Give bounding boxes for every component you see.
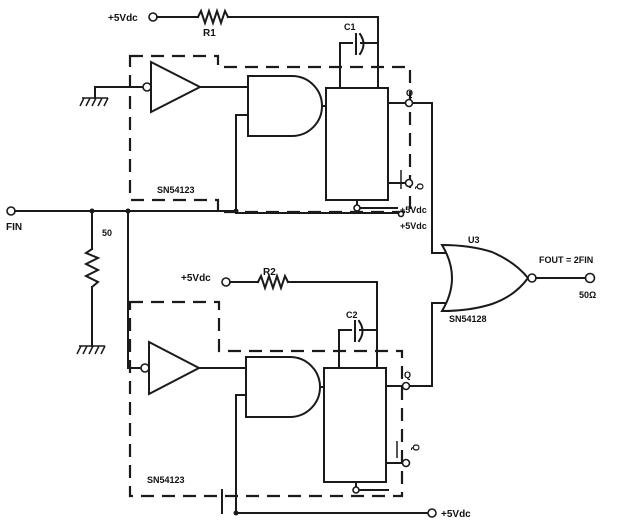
termination-ground-symbol [76, 345, 106, 355]
top-vcc-label-1: +5Vdc [400, 205, 427, 215]
bottom-q-label: Q [404, 370, 411, 380]
bottom-supply-label: +5Vdc [181, 273, 211, 284]
u3-nor-gate [440, 243, 530, 313]
top-ic-dashed-outline [128, 54, 412, 214]
fin-terminal[interactable] [6, 206, 16, 216]
top-ic-label: SN54123 [157, 185, 195, 195]
bottom-qbar-terminal[interactable] [401, 458, 411, 468]
c1-label: C1 [344, 22, 356, 32]
c2-label: C2 [346, 310, 358, 320]
top-q-to-or-wire [412, 102, 447, 254]
fin-label: FIN [6, 222, 22, 233]
top-qbar-label: Q [415, 183, 425, 190]
bottom-q-terminal[interactable] [401, 381, 411, 391]
top-ground-wire [94, 86, 144, 99]
or-ic-label: SN54128 [449, 314, 487, 324]
c1-capacitor [339, 32, 379, 89]
bottom-supply-wire [229, 281, 378, 331]
bottom-vcc-wire [235, 481, 429, 514]
bottom-q-to-or-wire [409, 302, 447, 387]
bottom-vcc-label: +5Vdc [441, 509, 471, 520]
top-q-terminal[interactable] [404, 98, 414, 108]
bottom-and-b-wire [235, 394, 247, 491]
bottom-vcc-dot [352, 486, 360, 494]
top-buffer [150, 60, 203, 114]
r1-resistor [196, 7, 230, 27]
junction-dot [233, 208, 239, 214]
r2-label: R2 [263, 267, 276, 278]
bottom-and-gate [245, 356, 321, 418]
u3-label: U3 [468, 235, 480, 245]
r1-label: R1 [203, 28, 216, 39]
u3-output-bubble [527, 273, 537, 283]
top-buffer-bubble [142, 82, 152, 92]
top-vcc-dot [353, 204, 361, 212]
r2-resistor [256, 272, 290, 292]
termination-resistor [83, 247, 101, 289]
top-ground-symbol [79, 97, 109, 107]
top-vcc-wire-1 [356, 199, 398, 209]
c2-capacitor [338, 319, 378, 369]
top-and-gate [247, 75, 323, 137]
bottom-feed-wire [127, 210, 142, 369]
bottom-buffer-bubble [140, 363, 150, 373]
top-qbar-terminal[interactable] [404, 178, 414, 188]
junction-dot [233, 510, 239, 516]
fout-label: FOUT = 2FIN [539, 255, 593, 265]
fout-terminal[interactable] [584, 272, 596, 284]
bottom-ic-label: SN54123 [147, 475, 185, 485]
bottom-monostable-block [323, 367, 387, 483]
termination-label: 50 [102, 228, 112, 238]
top-supply-terminal[interactable] [148, 12, 158, 22]
top-vcc-label-2: +5Vdc [400, 221, 427, 231]
top-supply-label: +5Vdc [108, 13, 138, 24]
bottom-ic-dashed-outline [128, 300, 404, 498]
bottom-qbar-label: Q [411, 444, 421, 451]
top-vcc-terminal[interactable] [397, 210, 405, 218]
bottom-buffer [148, 340, 202, 396]
top-q-label: Q [406, 88, 413, 98]
top-and-b-wire [235, 114, 249, 214]
bottom-supply-terminal[interactable] [221, 277, 231, 287]
top-monostable-block [325, 87, 389, 201]
bottom-vcc-terminal[interactable] [427, 508, 437, 518]
top-supply-wire [156, 16, 379, 44]
output-impedance-label: 50Ω [579, 290, 596, 300]
